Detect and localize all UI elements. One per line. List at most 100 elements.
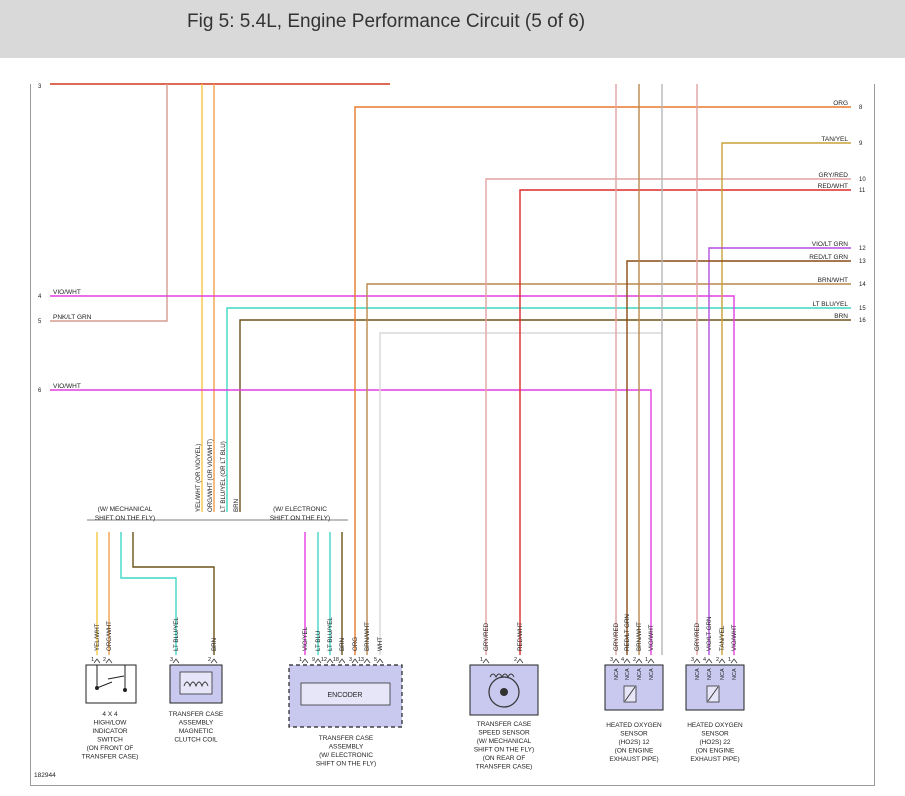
wire-brn-wht [366, 283, 851, 655]
wire-coil-brn [132, 532, 215, 655]
clutch-coil-caption: MAGNETIC [179, 728, 214, 735]
wire-vio-wht-6 [50, 389, 652, 655]
transfer-case-assembly-caption: ASSEMBLY [329, 744, 364, 751]
left-ref-number: 5 [38, 319, 42, 325]
wire-org [354, 106, 851, 655]
clutch-coil-pin-number: 3 [170, 657, 173, 663]
speed-sensor-caption: TRANSFER CASE [477, 721, 532, 728]
right-ref-label: ORG [833, 100, 848, 107]
wire-red-wht [519, 189, 851, 655]
ho2s-22-body [685, 664, 745, 711]
ho2s-12-pin-number: 2 [633, 657, 636, 663]
variant-label-electronic: (W/ ELECTRONIC [273, 506, 327, 513]
transfer-case-assembly-pin-terminal [314, 658, 322, 664]
right-ref-number: 16 [859, 318, 866, 324]
hi-low-switch-body [85, 664, 137, 704]
ho2s-12-pin-wire-label: BRN/WHT [636, 622, 643, 651]
right-ref-label: BRN [834, 313, 848, 320]
transfer-case-assembly-pin-terminal [338, 658, 346, 664]
variant-label-mechanical: SHIFT ON THE FLY) [95, 515, 155, 522]
right-ref-number: 10 [859, 177, 866, 183]
transfer-case-assembly-pin-wire-label: WHT [377, 637, 384, 651]
ho2s-12-pin-number: 3 [610, 657, 613, 663]
left-ref-label: VIO/WHT [53, 383, 81, 390]
right-ref-number: 9 [859, 141, 863, 147]
right-ref-number: 14 [859, 282, 866, 288]
transfer-case-assembly-pin-wire-label: VIO/YEL [302, 626, 309, 651]
ho2s-22-caption: (HO2S) 22 [699, 739, 730, 746]
right-ref-label: TAN/YEL [821, 136, 848, 143]
clutch-coil-caption: CLUTCH COIL [174, 737, 218, 744]
clutch-coil-pin-number: 2 [208, 657, 211, 663]
ho2s-12-pin-wire-label: VIO/WHT [648, 624, 655, 651]
hi-low-switch-pin-wire-label: YEL/WHT [94, 623, 101, 651]
hi-low-switch-caption: TRANSFER CASE) [82, 754, 139, 761]
ho2s-12-caption: EXHAUST PIPE) [609, 756, 658, 763]
hi-low-switch-pin-number: 2 [103, 657, 106, 663]
speed-sensor-hub [500, 688, 508, 696]
left-ref-number: 4 [38, 294, 42, 300]
hi-low-switch-pin-terminal [105, 658, 113, 664]
hi-low-switch-caption: 4 X 4 [102, 711, 118, 718]
transfer-case-assembly-pin-number: 5 [374, 657, 377, 663]
right-ref-label: BRN/WHT [818, 277, 848, 284]
transfer-case-assembly-pin-wire-label: ORG [352, 637, 359, 651]
ho2s-22-sensor-symbol [707, 686, 719, 702]
ho2s-22-caption: EXHAUST PIPE) [690, 756, 739, 763]
ho2s-22-nca-label: NCA [732, 668, 738, 680]
ho2s-12-pin-terminal [635, 658, 643, 664]
ho2s-12-pin-number: 4 [621, 657, 624, 663]
clutch-coil-pin-wire-label: BRN [211, 638, 218, 651]
wire-wht [379, 332, 662, 655]
right-ref-label: LT BLU/YEL [812, 301, 848, 308]
transfer-case-assembly-caption: TRANSFER CASE [319, 735, 374, 742]
clutch-coil-pin-terminal [172, 658, 180, 664]
transfer-case-assembly-pin-number: 12 [321, 657, 327, 663]
wire-red-lt-grn [626, 260, 851, 655]
hi-low-switch-caption: HIGH/LOW [94, 720, 128, 727]
speed-sensor-pin-terminal [516, 658, 524, 664]
transfer-case-assembly-pin-wire-label: BRN [339, 638, 346, 651]
ho2s-22-pin-wire-label: GRY/RED [694, 622, 701, 651]
transfer-case-assembly-caption: (W/ ELECTRONIC [319, 752, 373, 759]
transfer-case-assembly-pin-number: 9 [312, 657, 315, 663]
ho2s-12-pin-wire-label: GRY/RED [613, 622, 620, 651]
bundle-wire-label: YEL/WHT (OR VIO/YEL) [195, 444, 202, 512]
clutch-coil-caption: TRANSFER CASE [169, 711, 224, 718]
left-ref-label: PNK/LT GRN [53, 314, 92, 321]
ho2s-12-nca-label: NCA [625, 668, 631, 680]
clutch-coil-pin-wire-label: LT BLU/YEL [173, 617, 180, 651]
speed-sensor-pin-terminal [482, 658, 490, 664]
speed-sensor-pin-number: 2 [514, 657, 517, 663]
right-ref-label: GRY/RED [819, 172, 849, 179]
ho2s-12-caption: HEATED OXYGEN [606, 722, 662, 729]
ho2s-22-pin-terminal [730, 658, 738, 664]
speed-sensor-caption: TRANSFER CASE) [476, 764, 533, 771]
wire-lt-blu-yel [226, 307, 851, 512]
speed-sensor-pin-wire-label: RED/WHT [517, 622, 524, 651]
wire-tan-yel [721, 142, 851, 655]
ho2s-22-pin-number: 2 [716, 657, 719, 663]
variant-label-electronic: SHIFT ON THE FLY) [270, 515, 330, 522]
ho2s-22-pin-wire-label: VIO/LT GRN [706, 617, 713, 652]
variant-label-mechanical: (W/ MECHANICAL [98, 506, 153, 513]
transfer-case-assembly-caption: SHIFT ON THE FLY) [316, 761, 376, 768]
ho2s-22-pin-wire-label: TAN/YEL [719, 625, 726, 651]
transfer-case-assembly-pin-terminal [376, 658, 384, 664]
transfer-case-assembly-pin-number: 3 [349, 657, 352, 663]
left-ref-number: 3 [38, 84, 42, 90]
ho2s-12-caption: SENSOR [620, 731, 648, 738]
ho2s-12-nca-label: NCA [614, 668, 620, 680]
hi-low-switch-pin-terminal [93, 658, 101, 664]
wire-vio-lt-grn [708, 247, 851, 655]
ho2s-12-caption: (ON ENGINE [615, 748, 654, 755]
ho2s-12-sensor-symbol [624, 686, 636, 702]
ho2s-22-pin-number: 1 [728, 657, 731, 663]
right-ref-label: RED/WHT [818, 183, 848, 190]
hi-low-switch-caption: SWITCH [97, 737, 123, 744]
ho2s-22-pin-number: 3 [691, 657, 694, 663]
bundle-wire-label: ORG/WHT (OR VIO/WHT) [207, 439, 214, 512]
right-ref-number: 11 [859, 188, 866, 194]
ho2s-22-pin-number: 4 [703, 657, 706, 663]
ho2s-12-pin-terminal [612, 658, 620, 664]
